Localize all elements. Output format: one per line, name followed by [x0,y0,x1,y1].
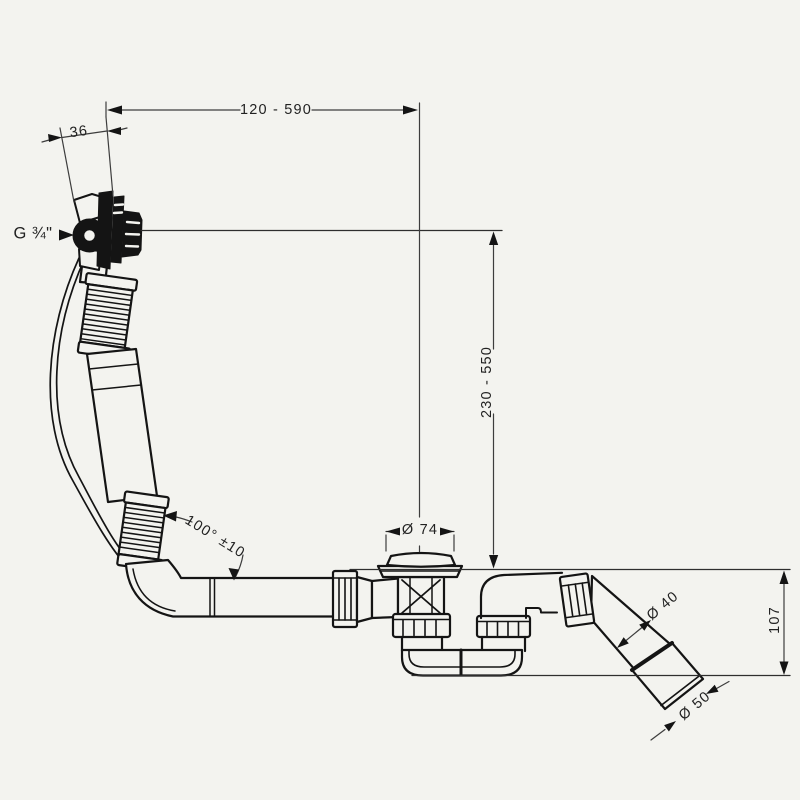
pipe-union-nut [331,569,374,629]
thread-size-label: G ¾" [13,224,53,243]
dim-outlet-height [779,570,789,675]
drain-inlet [370,577,400,620]
dim-hose-angle [163,511,244,581]
corrugated-hose-lower [116,490,170,572]
waste-plug-cap [385,551,457,568]
dim-label-outlet-height: 107 [767,605,783,634]
corrugated-hose-upper [76,272,139,361]
dim-label-height-range: 230 - 550 [478,345,495,419]
dim-body-width [41,127,128,203]
dim-label-top-width: 120 - 590 [239,102,313,118]
drain-nut-middle [475,614,532,639]
dim-top-width [105,101,421,553]
dim-outlet-diameter [650,680,730,741]
dim-label-body-width: 36 [68,122,90,141]
overflow-cable [49,257,133,569]
outlet-elbow [479,571,564,620]
dim-pipe-diameter [617,620,651,648]
overflow-pipe [85,347,159,504]
dim-height-range [489,231,499,569]
waste-drain-assembly [370,551,532,677]
dim-label-plug-diameter: Ø 74 [401,522,439,538]
drain-nut-left [391,612,452,639]
dim-plug-diameter [385,527,455,552]
thread-arrow [59,229,74,241]
overflow-fitting [72,190,143,271]
outlet-union-nut [558,572,596,628]
